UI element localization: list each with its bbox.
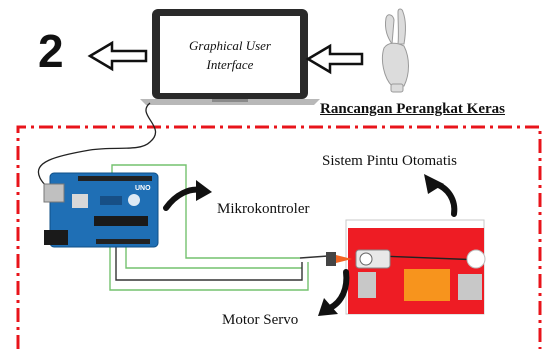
door-system-label: Sistem Pintu Otomatis xyxy=(322,153,458,169)
microcontroller-label: Mikrokontroler xyxy=(217,201,310,217)
gui-label: Graphical User Interface xyxy=(164,36,296,74)
gui-label-line2: Interface xyxy=(206,57,254,72)
arduino-board-icon xyxy=(43,172,159,248)
arduino-logo: UNO xyxy=(135,185,151,192)
hardware-boundary xyxy=(16,125,542,349)
step-number: 2 xyxy=(38,25,64,77)
laptop-icon xyxy=(140,9,320,105)
gui-label-line1: Graphical User xyxy=(189,38,271,53)
left-arrow-icon xyxy=(87,40,148,72)
usb-cable xyxy=(37,102,157,193)
section-title: Rancangan Perangkat Keras xyxy=(320,101,505,117)
curved-arrow-icon xyxy=(163,180,212,211)
servo-icon xyxy=(326,249,391,269)
left-arrow-icon xyxy=(305,43,364,75)
curved-arrow-icon xyxy=(318,269,350,316)
curved-arrow-icon xyxy=(424,174,458,217)
hand-gesture-icon xyxy=(381,8,409,93)
servo-label: Motor Servo xyxy=(222,312,299,328)
